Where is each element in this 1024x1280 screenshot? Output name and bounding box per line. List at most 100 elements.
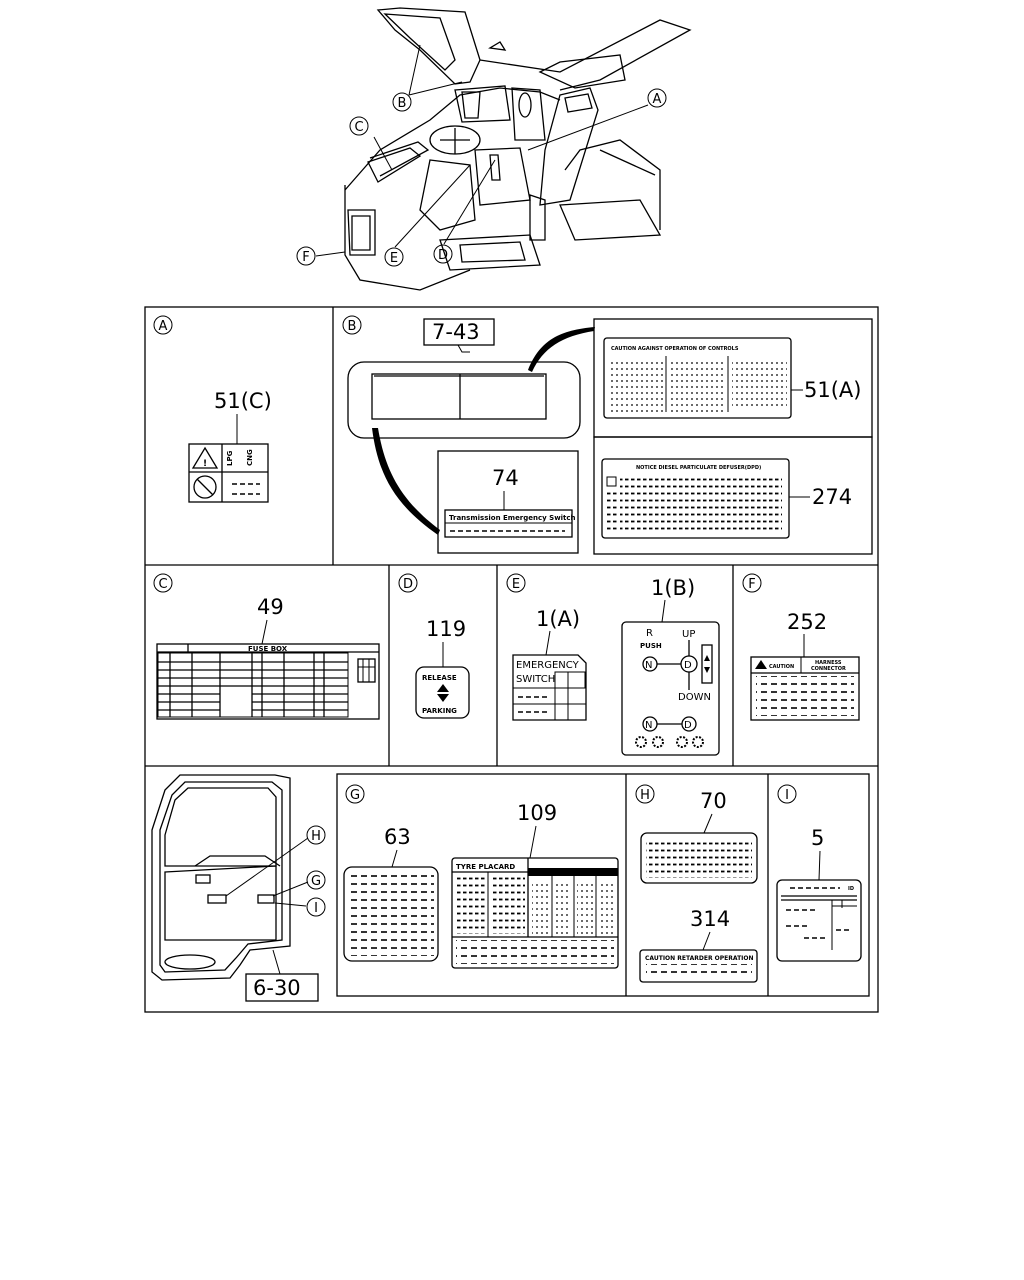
panel-i: I 5 ID [776, 784, 862, 962]
panel-b: B 7-43 74 Transmission Emergency Switch … [342, 315, 873, 555]
part-number-49: 49 [257, 595, 284, 619]
gear-icon-left [635, 736, 664, 748]
part-number-51a: 51(A) [804, 378, 861, 402]
gear-icon-right [676, 736, 704, 748]
svg-text:LPG: LPG [226, 450, 234, 466]
label-252: CAUTION HARNESS CONNECTOR [750, 656, 860, 721]
overview-callout-d: D [433, 244, 453, 264]
caution-triangle-icon [755, 660, 767, 669]
label-252-caution: CAUTION [769, 664, 794, 670]
up-arrow-icon [437, 684, 449, 692]
svg-text:CNG: CNG [246, 449, 254, 466]
svg-text:G: G [311, 874, 321, 889]
label-1b-n: N [645, 660, 652, 671]
door-illustration: 6-30 [151, 774, 319, 1002]
label-1b-up: UP [682, 629, 695, 640]
label-1b-r: R [646, 628, 653, 639]
part-number-51c: 51(C) [214, 389, 272, 413]
svg-text:ID: ID [848, 886, 854, 892]
label-5: ID [776, 879, 862, 962]
part-number-1b: 1(B) [651, 576, 695, 600]
reference-box-7-43 [423, 318, 495, 346]
svg-text:E: E [390, 251, 398, 266]
label-109-title: TYRE PLACARD [456, 863, 515, 871]
label-119: RELEASE PARKING [415, 666, 470, 719]
part-number-119: 119 [426, 617, 466, 641]
panel-d-letter: D [403, 577, 413, 592]
part-number-70: 70 [700, 789, 727, 813]
part-number-109: 109 [517, 801, 557, 825]
down-arrow-icon [437, 694, 449, 702]
label-51c: ! LPG CNG [188, 443, 269, 503]
panel-g: G 63 109 TYRE PLACARD [343, 784, 619, 969]
label-1b-d2: D [684, 720, 692, 731]
label-49: FUSE BOX [156, 643, 380, 720]
overview-callout-e: E [384, 247, 404, 267]
part-number-314: 314 [690, 907, 730, 931]
overhead-console [347, 361, 581, 439]
label-1b-d: D [684, 660, 692, 671]
panel-e-letter: E [512, 577, 520, 592]
label-1b-down: DOWN [678, 692, 711, 703]
arrow-to-51a [528, 327, 595, 372]
overview-callout-f: F [296, 246, 316, 266]
label-51a-title: CAUTION AGAINST OPERATION OF CONTROLS [611, 346, 739, 352]
cab-interior-illustration [315, 7, 692, 291]
label-74-text: Transmission Emergency Switch [449, 514, 576, 522]
reference-box-6-30 [245, 973, 319, 1002]
label-274: NOTICE DIESEL PARTICULATE DEFUSER(DPD) [601, 458, 790, 539]
panel-f-letter: F [748, 577, 755, 592]
svg-text:F: F [302, 250, 309, 265]
label-274-title: NOTICE DIESEL PARTICULATE DEFUSER(DPD) [636, 465, 761, 471]
warning-triangle-icon [191, 446, 219, 469]
overview-callout-a: A [647, 88, 667, 108]
panel-b-letter: B [348, 319, 357, 334]
door-callout-h: H [306, 825, 326, 845]
shift-arrow-icon [704, 655, 710, 673]
label-1b: R PUSH UP N D DOWN N D [621, 621, 720, 756]
label-109: TYRE PLACARD [451, 857, 619, 969]
svg-text:D: D [438, 248, 448, 263]
panel-a: A 51(C) ! LPG CNG [153, 315, 272, 503]
panel-d: D 119 RELEASE PARKING [398, 573, 470, 719]
panel-e: E 1(A) EMERGENCY SWITCH 1(B) R PUSH UP N [506, 573, 720, 756]
part-number-63: 63 [384, 825, 411, 849]
door-callout-i: I [306, 897, 326, 917]
reference-6-30: 6-30 [253, 976, 301, 1000]
label-119-release: RELEASE [422, 674, 457, 682]
no-smoking-icon [193, 475, 217, 499]
svg-text:!: ! [203, 459, 207, 469]
overview-callout-c: C [349, 116, 369, 136]
label-1a: EMERGENCY SWITCH [512, 654, 587, 721]
panel-i-letter: I [785, 788, 789, 803]
part-number-74: 74 [492, 466, 519, 490]
part-number-5: 5 [811, 826, 824, 850]
svg-text:I: I [314, 901, 318, 916]
label-314: CAUTION RETARDER OPERATION [639, 949, 758, 983]
label-252-harness: HARNESS [815, 660, 842, 666]
svg-text:B: B [398, 96, 407, 111]
label-314-text: CAUTION RETARDER OPERATION [645, 955, 754, 962]
door-callout-g: G [306, 870, 326, 890]
svg-text:A: A [653, 92, 662, 107]
svg-text:C: C [354, 120, 363, 135]
label-63 [343, 866, 439, 962]
label-1b-push: PUSH [640, 642, 662, 650]
label-1b-n2: N [645, 720, 652, 731]
label-1a-emergency: EMERGENCY [516, 660, 580, 671]
label-49-title: FUSE BOX [248, 645, 288, 653]
label-70 [640, 832, 758, 884]
panel-f: F 252 CAUTION HARNESS CONNECTOR [742, 573, 860, 721]
part-number-274: 274 [812, 485, 852, 509]
reference-7-43: 7-43 [432, 320, 480, 344]
panel-g-letter: G [350, 788, 360, 803]
panel-h: H 70 314 CAUTION RETARDER OPERATION [635, 784, 758, 983]
arrow-to-74 [372, 428, 440, 535]
panel-a-letter: A [159, 319, 168, 334]
label-1a-switch: SWITCH [516, 674, 555, 685]
panel-grid [144, 306, 879, 1013]
label-252-connector: CONNECTOR [811, 666, 846, 672]
part-number-1a: 1(A) [536, 607, 580, 631]
label-119-parking: PARKING [422, 707, 457, 715]
